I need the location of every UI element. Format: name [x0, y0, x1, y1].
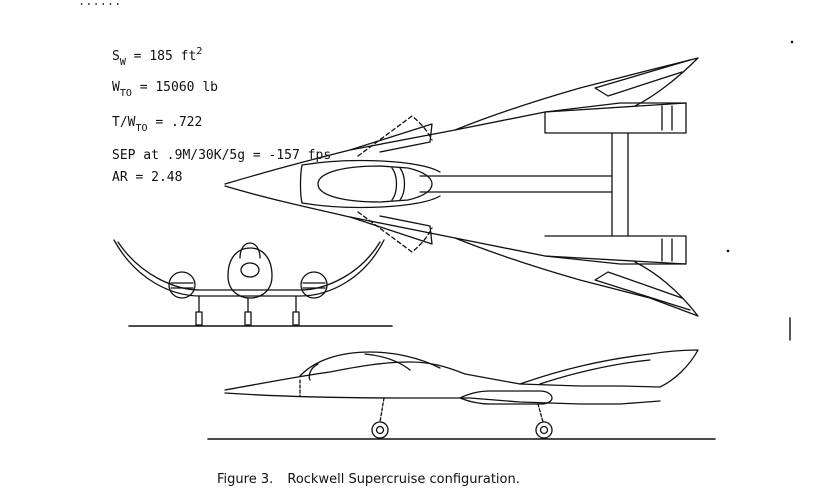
front-view	[113, 239, 393, 327]
scan-speck	[790, 40, 794, 44]
side-vertical-tail	[519, 349, 699, 388]
side-nose-wheel	[371, 421, 389, 439]
plan-upper-canard	[349, 123, 433, 153]
spec-sep: SEP at .9M/30K/5g = -157 fps	[112, 148, 332, 163]
front-left-inlet	[168, 271, 196, 299]
plan-canard-sweep-upper	[357, 115, 433, 157]
plan-canopy	[317, 165, 433, 203]
plan-fuselage-outline	[224, 102, 687, 265]
scan-speck	[726, 249, 730, 253]
side-canopy-frame	[308, 353, 411, 381]
front-right-inlet	[300, 271, 328, 299]
side-nose-gear	[379, 397, 385, 423]
page-header-fragment: ......	[78, 0, 122, 8]
side-main-gear	[537, 403, 544, 423]
plan-view	[224, 57, 699, 317]
side-fuselage	[224, 361, 661, 405]
plan-cockpit-rim	[299, 159, 441, 209]
plan-lower-canard	[349, 215, 433, 245]
front-wing	[113, 239, 385, 297]
plan-lower-flap	[594, 271, 691, 311]
side-main-wheel-hub	[539, 425, 549, 435]
side-nacelle	[459, 390, 553, 405]
front-right-gear	[292, 295, 300, 326]
figure-title: Rockwell Supercruise configuration.	[287, 472, 520, 487]
plan-lower-wing	[454, 237, 699, 317]
front-right-inlet-spike	[302, 282, 326, 289]
spec-takeoff-weight: WTO = 15060 lb	[112, 80, 218, 99]
side-view	[207, 349, 716, 440]
plan-upper-nacelle	[544, 102, 687, 134]
side-tail-detail	[539, 359, 651, 385]
spec-wing-area: SW = 185 ft2	[112, 46, 203, 68]
front-left-inlet-spike	[170, 282, 194, 289]
plan-upper-wing	[454, 57, 699, 131]
figure-caption: Figure 3. Rockwell Supercruise configura…	[217, 472, 520, 487]
plan-tail-structure	[419, 132, 629, 237]
spec-thrust-to-weight: T/WTO = .722	[112, 115, 203, 134]
side-nose-wheel-hub	[375, 425, 385, 435]
front-nose-gear	[244, 297, 252, 326]
spec-aspect-ratio: AR = 2.48	[112, 170, 183, 185]
front-nose	[240, 262, 260, 278]
plan-upper-flap	[594, 59, 691, 97]
figure-number: Figure 3.	[217, 472, 274, 487]
front-canopy	[239, 242, 261, 259]
side-canopy	[299, 351, 441, 377]
plan-canopy-frame	[391, 167, 406, 201]
front-left-gear	[195, 295, 203, 326]
plan-lower-nacelle	[544, 235, 687, 265]
side-main-wheel	[535, 421, 553, 439]
plan-canard-sweep-lower	[357, 211, 433, 253]
